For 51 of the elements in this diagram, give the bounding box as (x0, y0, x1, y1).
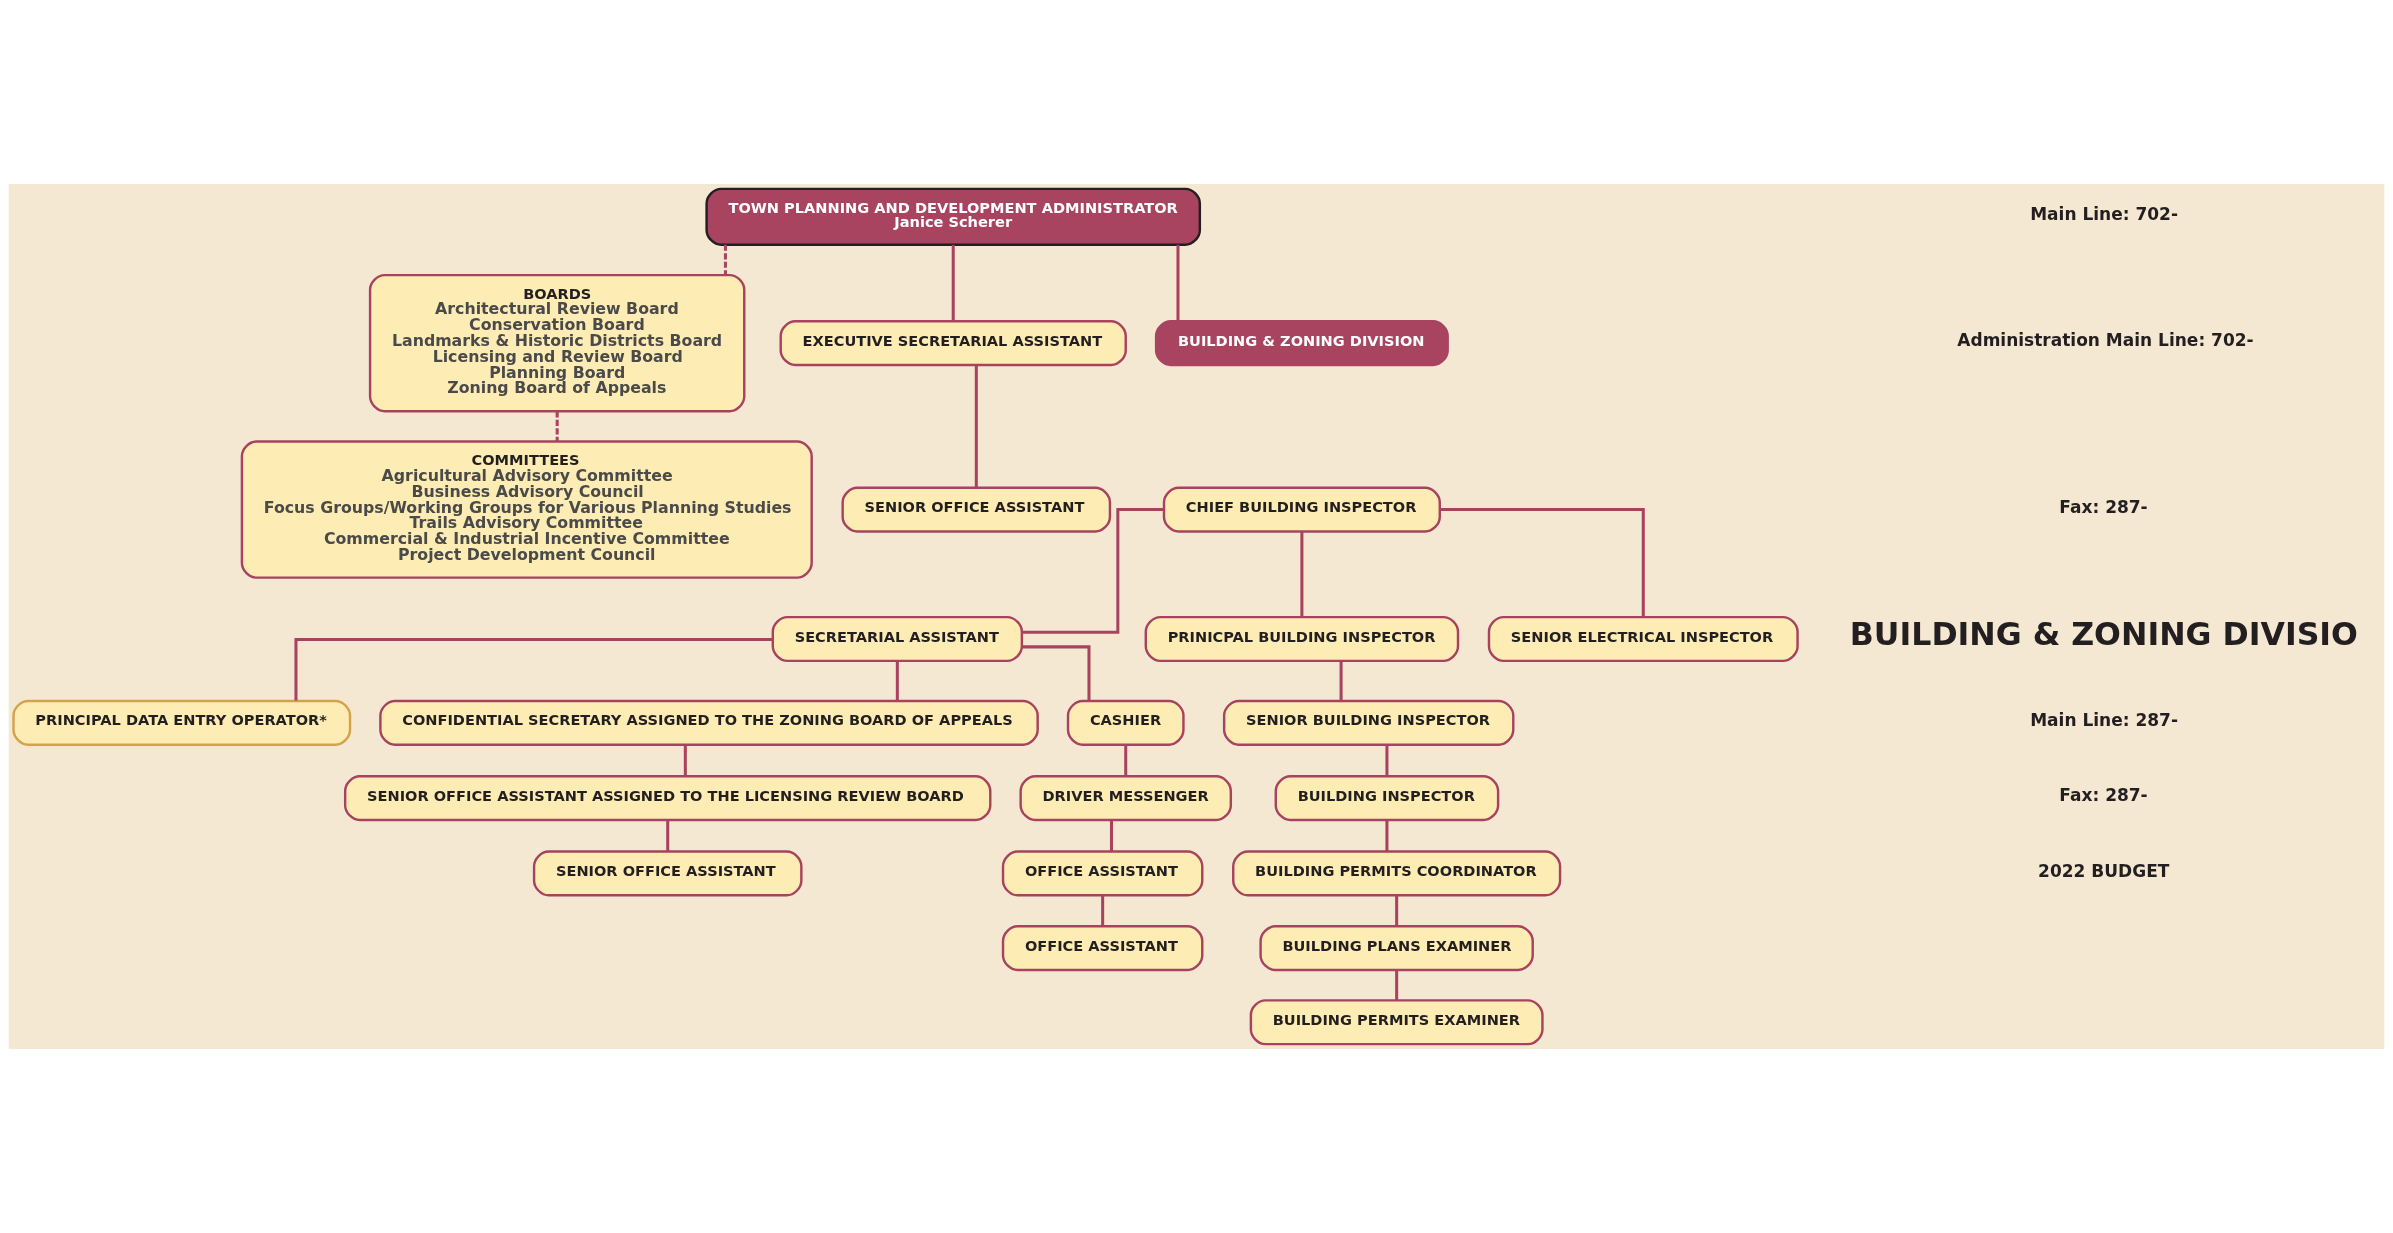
label: Fax: 287- (2059, 496, 2148, 517)
node-box: BUILDING PLANS EXAMINER (1259, 925, 1534, 972)
node-box: TOWN PLANNING AND DEVELOPMENT ADMINISTRATOR Janice Scherer (705, 187, 1202, 246)
node-box: BUILDING PERMITS EXAMINER (1249, 999, 1544, 1046)
connector (555, 411, 559, 442)
connector (1385, 820, 1389, 852)
node-box: SENIOR OFFICE ASSISTANT (532, 850, 803, 897)
node-box: BOARDS Architectural Review Board Conservation Board Landmarks & Historic Districts Board Licensing and Review Board Planning Board Zoning Board of Appeals (368, 273, 746, 413)
connector (294, 638, 773, 701)
node-box: CHIEF BUILDING INSPECTOR (1162, 486, 1441, 533)
node-box: OFFICE ASSISTANT (1001, 850, 1204, 897)
node-box: SENIOR OFFICE ASSISTANT (841, 486, 1112, 533)
node-box: PRINCIPAL DATA ENTRY OPERATOR* (12, 699, 352, 746)
node-box: BUILDING INSPECTOR (1274, 775, 1500, 822)
label: BUILDING & ZONING DIVISIO (1849, 616, 2358, 653)
node-box: BUILDING & ZONING DIVISION (1154, 320, 1449, 367)
node-box: DRIVER MESSENGER (1019, 775, 1233, 822)
node-box: EXECUTIVE SECRETARIAL ASSISTANT (779, 320, 1127, 367)
connector (1124, 745, 1128, 776)
node-box: OFFICE ASSISTANT (1001, 925, 1204, 972)
label: Main Line: 702- (2030, 204, 2179, 225)
connector (1385, 745, 1389, 776)
connector (1109, 820, 1113, 852)
connector (895, 661, 899, 701)
node-box: SECRETARIAL ASSISTANT (771, 615, 1024, 663)
connector (1440, 508, 1645, 617)
label: 2022 BUDGET (2038, 860, 2170, 881)
node-box: SENIOR OFFICE ASSISTANT ASSIGNED TO THE LICENSING REVIEW BOARD (343, 775, 992, 822)
connector (1101, 895, 1105, 927)
connector (683, 745, 687, 776)
connector (951, 244, 955, 322)
node-box: COMMITTEES Agricultural Advisory Committee Business Advisory Council Focus Groups/Working Groups for Various Planning Studies Trails Advisory Committee Commercial & Industrial Incentive Committee Project Development Council (240, 440, 813, 579)
node-box: SENIOR BUILDING INSPECTOR (1222, 699, 1515, 746)
node-box: CONFIDENTIAL SECRETARY ASSIGNED TO THE ZONING BOARD OF APPEALS (379, 699, 1039, 746)
node-box: PRINICPAL BUILDING INSPECTOR (1144, 615, 1460, 663)
connector (1022, 508, 1164, 634)
connector (974, 365, 978, 488)
connector (1021, 645, 1091, 701)
label: Fax: 287- (2059, 785, 2148, 806)
connector (1395, 970, 1399, 1001)
connector (1395, 895, 1399, 927)
connector (1176, 244, 1180, 322)
node-box: SENIOR ELECTRICAL INSPECTOR (1487, 615, 1799, 663)
node-box: CASHIER (1066, 699, 1185, 746)
connector (666, 820, 670, 852)
connector (723, 244, 727, 275)
connector (1300, 531, 1304, 617)
label: Administration Main Line: 702- (1957, 330, 2254, 351)
node-box: BUILDING PERMITS COORDINATOR (1232, 850, 1562, 897)
connector (1339, 661, 1343, 701)
label: Main Line: 287- (2030, 710, 2179, 731)
